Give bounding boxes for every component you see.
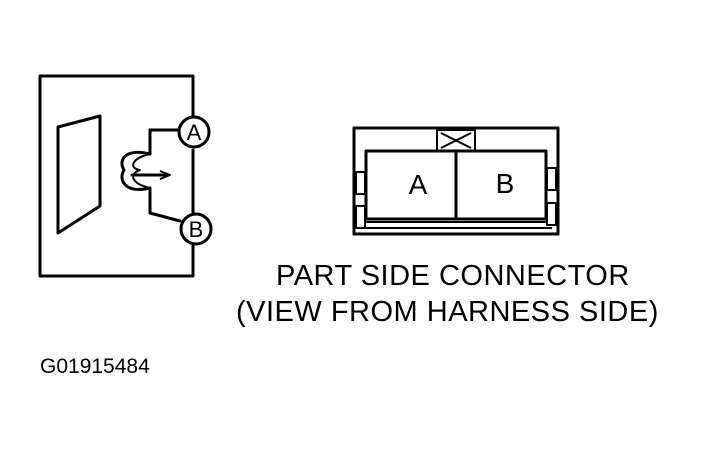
coil-loop-inner bbox=[132, 153, 151, 189]
lock-tab-x bbox=[440, 132, 472, 149]
cavity-b-label: B bbox=[496, 168, 515, 199]
cone-element bbox=[56, 114, 102, 235]
terminal-b-label: B bbox=[189, 217, 204, 242]
terminal-a-label: A bbox=[187, 120, 202, 145]
right-latch-lower bbox=[546, 202, 557, 226]
right-latch-upper bbox=[546, 167, 557, 191]
component-symbol: A B bbox=[38, 74, 213, 278]
connector-caption-subtitle: (VIEW FROM HARNESS SIDE) bbox=[236, 296, 659, 328]
left-latch-lower bbox=[355, 205, 366, 229]
terminal-a-circle bbox=[177, 115, 211, 149]
terminal-b-circle bbox=[179, 212, 213, 246]
component-housing bbox=[38, 74, 195, 278]
lead-b bbox=[148, 211, 182, 223]
coil-winding bbox=[120, 128, 152, 215]
terminal-b: B bbox=[179, 212, 213, 246]
connector-shell bbox=[352, 126, 560, 236]
coil-core-arrow bbox=[159, 170, 171, 180]
terminal-a: A bbox=[177, 115, 211, 149]
figure-id: G01915484 bbox=[40, 355, 150, 378]
connector-face: A B bbox=[352, 126, 560, 236]
connector-caption-title: PART SIDE CONNECTOR bbox=[276, 260, 630, 292]
cavity-a-label: A bbox=[409, 169, 428, 200]
left-latch-upper bbox=[355, 171, 366, 195]
